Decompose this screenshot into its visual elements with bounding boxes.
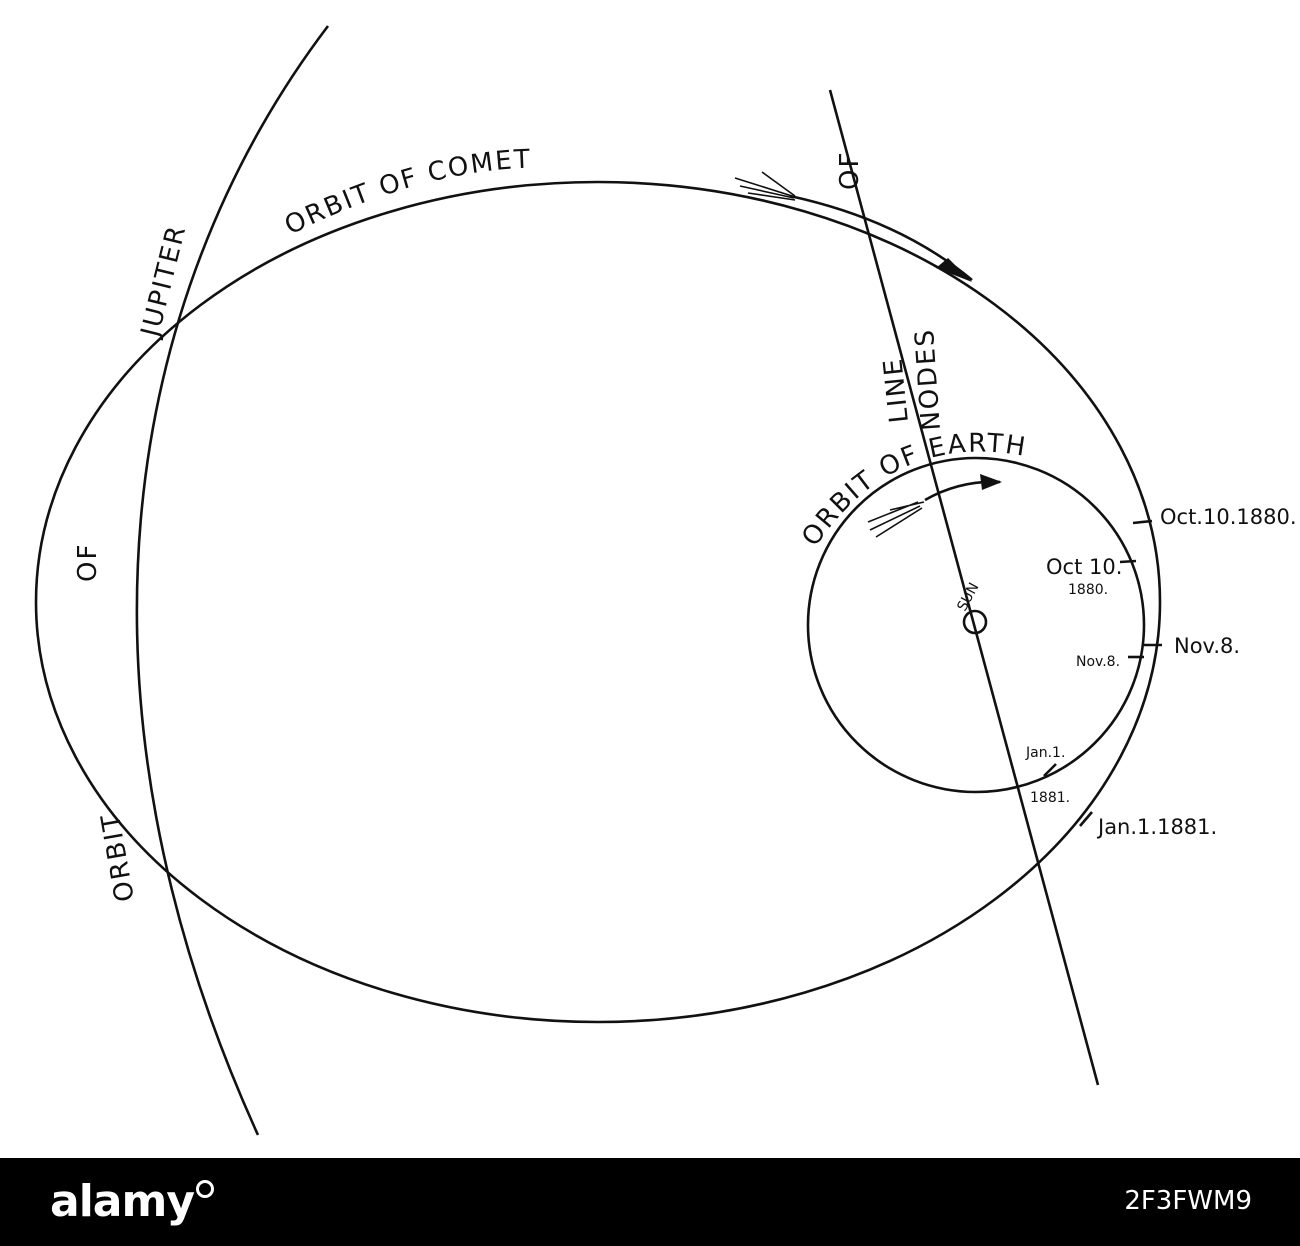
nodes-line-label: LINE [878, 356, 915, 425]
earth-oct-label-line1: Oct 10. [1046, 555, 1122, 579]
jupiter-orbit [135, 25, 330, 1136]
comet-direction-arrow-icon [734, 171, 973, 282]
jupiter-of-label: OF [73, 543, 103, 582]
alamy-logo: alamy [50, 1176, 214, 1227]
earth-nov-label: Nov.8. [1076, 654, 1120, 670]
watermark-footer: alamy 2F3FWM9 [0, 1158, 1300, 1246]
comet-nov-label: Nov.8. [1174, 634, 1240, 658]
logo-text: alamy [50, 1176, 195, 1227]
jupiter-orbit-label: ORBIT [96, 810, 141, 904]
earth-jan-label-line1: Jan.1. [1025, 745, 1065, 761]
earth-jan-label-line2: 1881. [1030, 790, 1070, 806]
nodes-of-label: OF [835, 151, 865, 190]
logo-mark-icon [196, 1180, 214, 1198]
date-ticks [1043, 519, 1162, 827]
comet-orbit-label: ORBIT OF COMET [280, 145, 532, 242]
line-of-nodes [828, 89, 1100, 1086]
image-id: 2F3FWM9 [1124, 1186, 1252, 1216]
earth-orbit [806, 456, 1146, 794]
jupiter-label: JUPITER [135, 221, 192, 341]
earth-direction-arrow-icon [867, 474, 1002, 538]
comet-orbit [34, 180, 1162, 1024]
comet-orbit-diagram: ORBIT OF COMET ORBIT OF EARTH JUPITER OF… [34, 25, 1297, 1136]
comet-oct-label: Oct.10.1880. [1160, 505, 1297, 529]
earth-oct-label-line2: 1880. [1068, 582, 1108, 598]
sun-symbol [962, 609, 988, 635]
earth-orbit-label: ORBIT OF EARTH [796, 429, 1029, 552]
nodes-nodes-label: NODES [910, 327, 947, 432]
comet-jan-label: Jan.1.1881. [1096, 815, 1217, 839]
sun-label: SUN [954, 580, 982, 614]
